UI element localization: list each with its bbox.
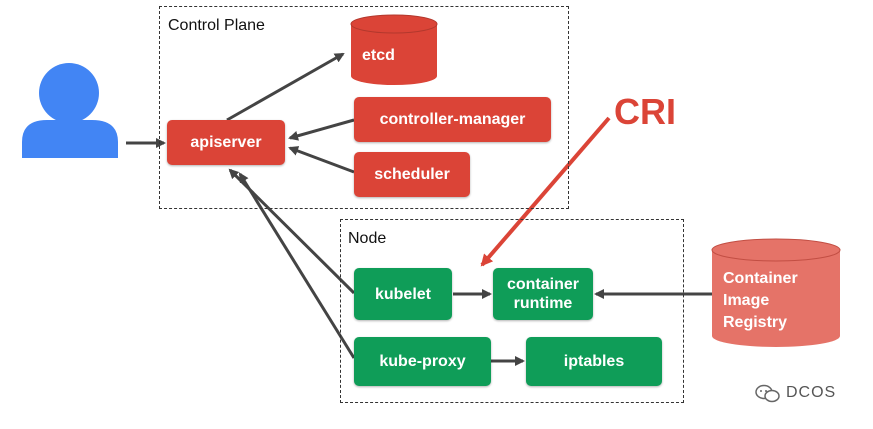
user-icon	[22, 63, 118, 158]
registry-database-icon	[711, 238, 841, 347]
apiserver-box[interactable]: apiserver	[167, 120, 285, 165]
kubelet-box[interactable]: kubelet	[354, 268, 452, 320]
node-region	[340, 219, 684, 403]
etcd-database-icon	[350, 14, 438, 85]
container-runtime-label: container runtime	[506, 276, 579, 312]
control-plane-title: Control Plane	[168, 17, 265, 34]
arrow-kube-proxy-to-apiserver	[238, 172, 356, 359]
registry-label: Container Image Registry	[723, 270, 798, 331]
etcd-label: etcd	[362, 47, 395, 64]
kubelet-label: kubelet	[374, 285, 431, 303]
iptables-box[interactable]: iptables	[526, 337, 662, 386]
controller-manager-box[interactable]: controller-manager	[354, 97, 551, 142]
kube-proxy-label: kube-proxy	[379, 353, 466, 370]
watermark-label: DCOS	[786, 384, 837, 401]
apiserver-label: apiserver	[190, 134, 262, 151]
control-plane-region	[159, 6, 569, 209]
container-runtime-box[interactable]: container runtime	[493, 268, 593, 320]
arrow-controller-manager-to-apiserver	[288, 118, 355, 141]
controller-manager-label: controller-manager	[379, 111, 526, 128]
iptables-label: iptables	[563, 353, 625, 370]
node-title: Node	[348, 230, 387, 247]
cri-callout-label: CRI	[614, 91, 676, 132]
arrow-scheduler-to-apiserver	[288, 146, 355, 174]
arrow-apiserver-to-etcd	[226, 52, 345, 122]
scheduler-box[interactable]: scheduler	[354, 152, 470, 197]
kube-proxy-box[interactable]: kube-proxy	[354, 337, 491, 386]
wechat-icon	[755, 384, 780, 403]
arrow-cri-callout	[480, 116, 611, 267]
scheduler-label: scheduler	[374, 166, 450, 183]
